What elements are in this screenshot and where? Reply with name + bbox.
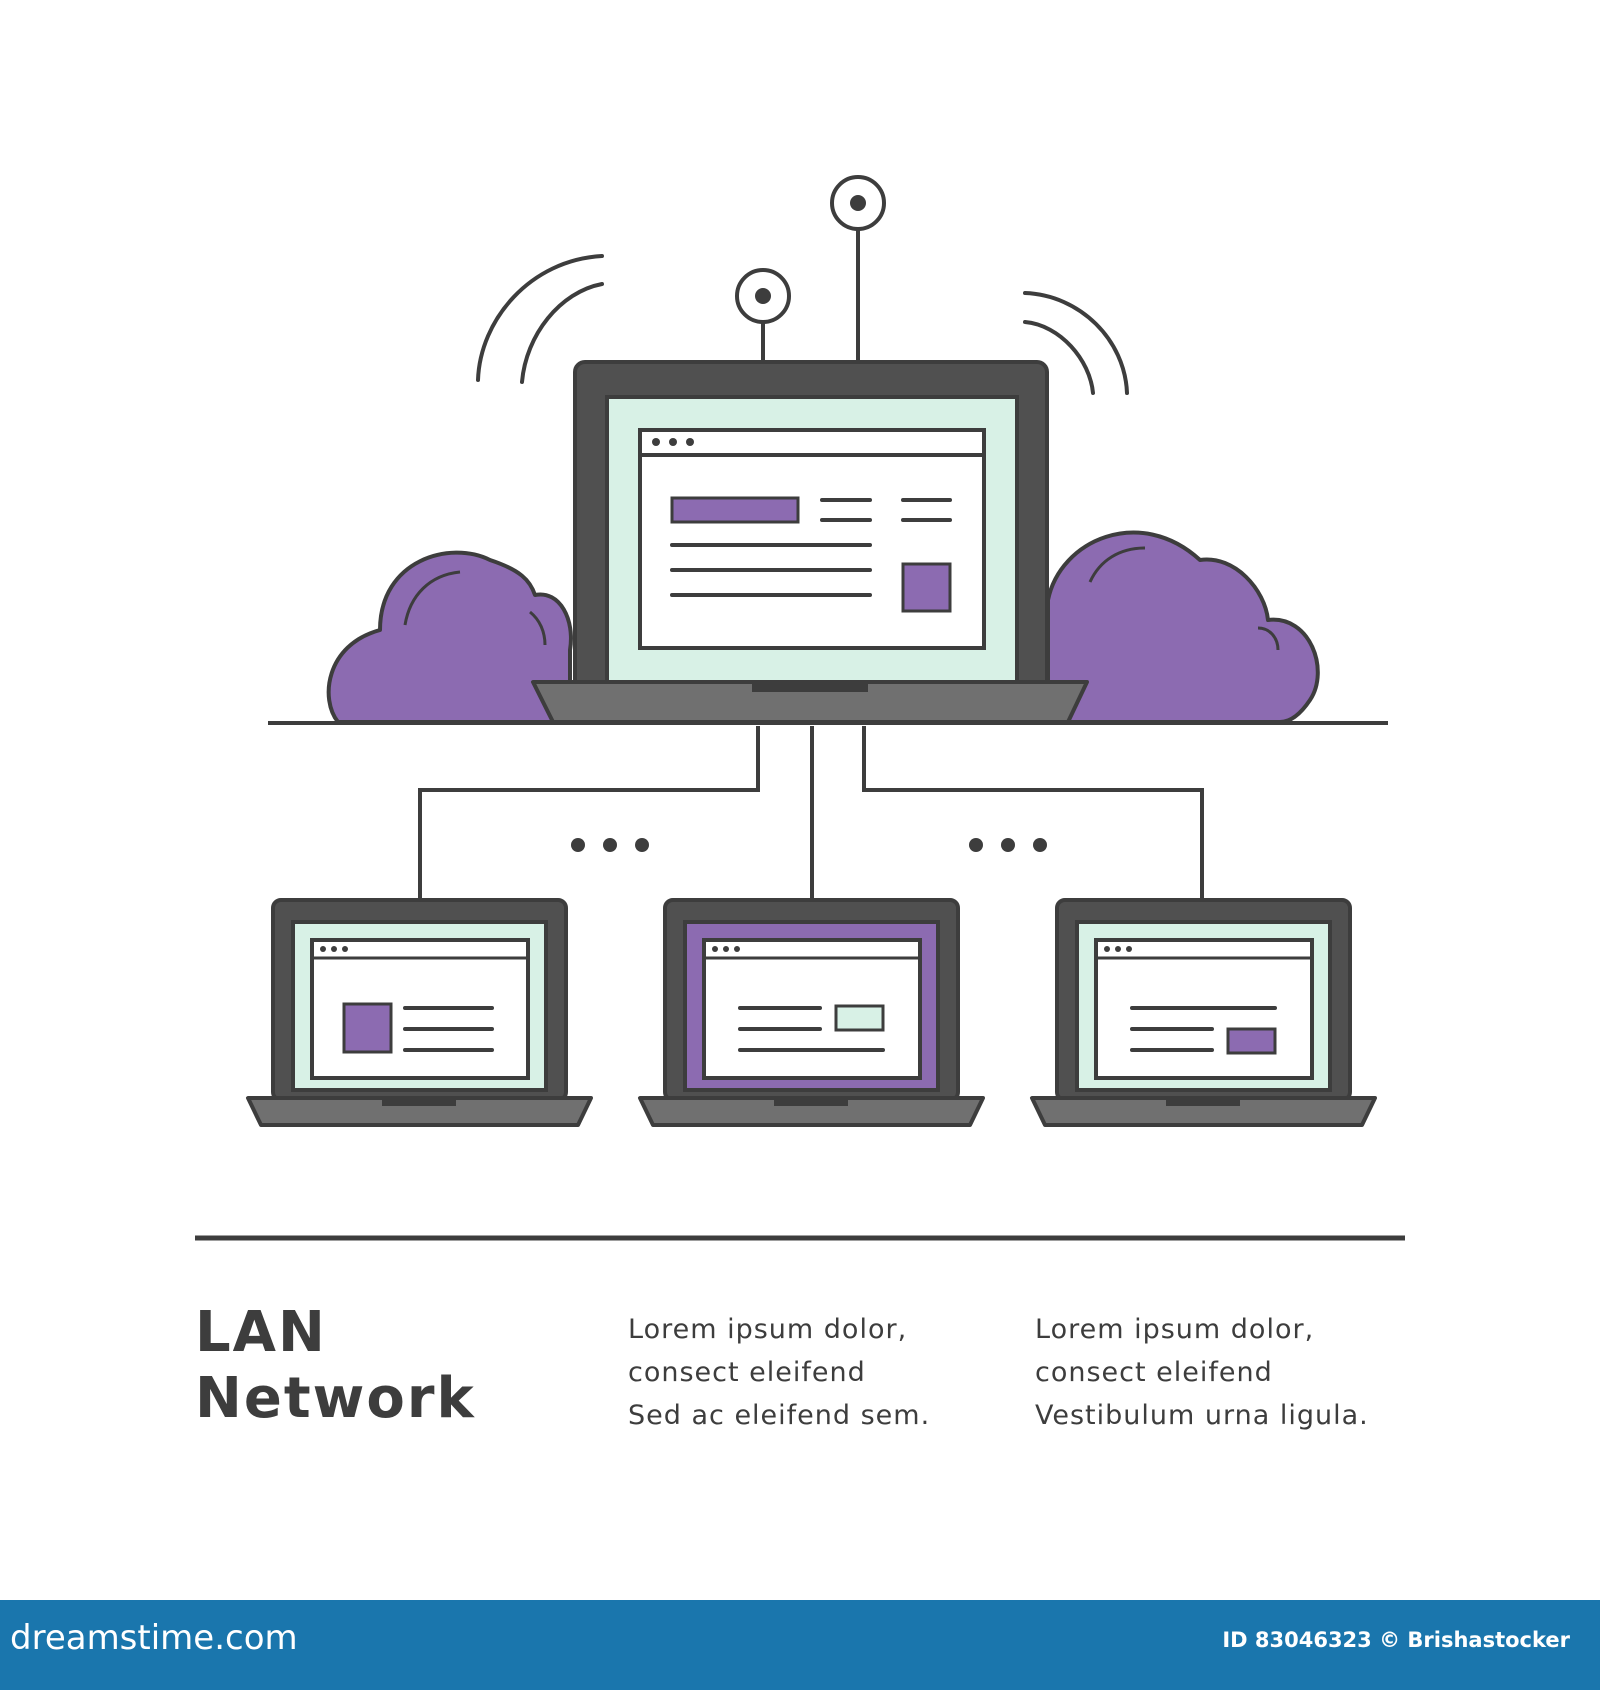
- column-1-line-1: Lorem ipsum dolor,: [628, 1314, 908, 1345]
- signal-waves-right-icon: [1023, 291, 1129, 395]
- client-laptop-center-icon: [638, 898, 985, 1127]
- client-laptop-left-icon: [246, 898, 593, 1127]
- lan-network-illustration: [195, 175, 1405, 1241]
- ellipsis-right-icon: [969, 838, 1047, 852]
- server-laptop-icon: [531, 360, 1089, 724]
- antenna-tall-icon: [830, 175, 886, 362]
- column-1-line-2: consect eleifend: [628, 1357, 866, 1388]
- antenna-short-icon: [735, 268, 791, 362]
- footer-bar: dreamstime.com ID 83046323 © Brishastock…: [0, 1600, 1600, 1690]
- network-connections: [418, 726, 1204, 900]
- signal-waves-left-icon: [476, 254, 604, 384]
- client-laptop-right-icon: [1030, 898, 1377, 1127]
- column-2-line-3: Vestibulum urna ligula.: [1035, 1400, 1369, 1431]
- column-2-line-2: consect eleifend: [1035, 1357, 1273, 1388]
- text-column-2: Lorem ipsum dolor, consect eleifend Vest…: [1035, 1308, 1369, 1437]
- left-cloud-icon: [326, 550, 573, 724]
- footer-credit: ID 83046323 © Brishastocker: [1222, 1628, 1570, 1652]
- column-2-line-1: Lorem ipsum dolor,: [1035, 1314, 1315, 1345]
- text-column-1: Lorem ipsum dolor, consect eleifend Sed …: [628, 1308, 930, 1437]
- page-title: LAN Network: [195, 1300, 476, 1432]
- title-line-1: LAN: [195, 1300, 327, 1365]
- title-line-2: Network: [195, 1366, 476, 1431]
- right-cloud-icon: [1046, 530, 1320, 724]
- ellipsis-left-icon: [571, 838, 649, 852]
- footer-brand: dreamstime.com: [10, 1618, 298, 1658]
- column-1-line-3: Sed ac eleifend sem.: [628, 1400, 931, 1431]
